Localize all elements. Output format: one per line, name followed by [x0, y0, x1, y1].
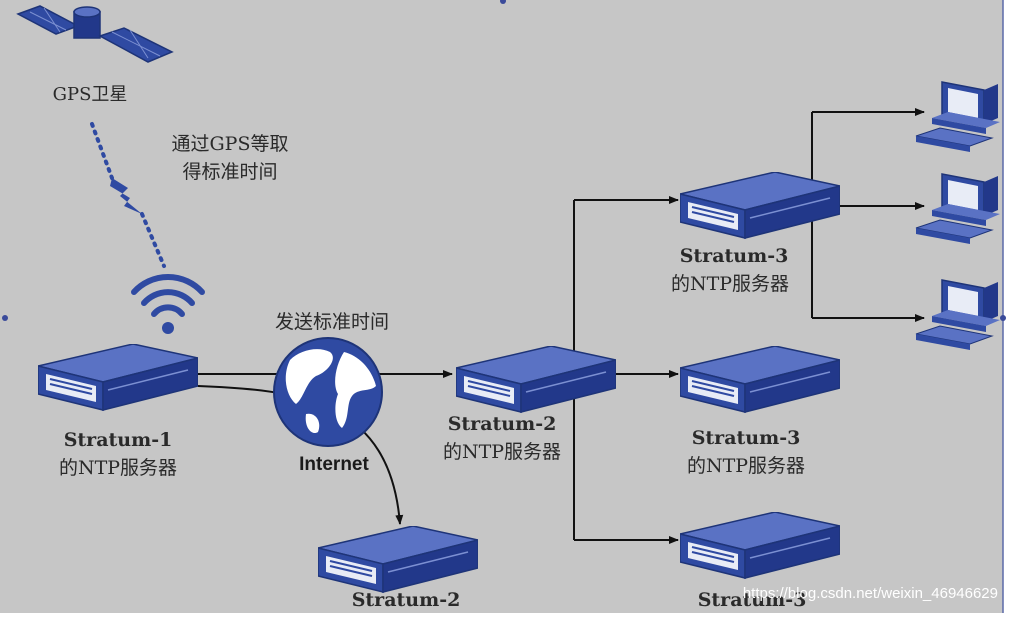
stratum1-label-line2: 的NTP服务器 — [59, 457, 177, 479]
gps-signal-path — [90, 122, 166, 268]
watermark-text: https://blog.csdn.net/weixin_46946629 — [743, 585, 998, 602]
gps-note-line1: 通过GPS等取 — [172, 133, 289, 155]
stratum3-top-label-line2: 的NTP服务器 — [671, 273, 789, 295]
stratum3-mid-label-line1: Stratum-3 — [692, 427, 801, 449]
stratum2-bottom-label-line1: Stratum-2 — [352, 589, 461, 611]
send-note: 发送标准时间 — [275, 311, 389, 333]
stratum3-bottom-label-line1: Stratum-3 — [698, 589, 807, 611]
gps-note-line2: 得标准时间 — [182, 161, 277, 183]
stratum3-top-label-line1: Stratum-3 — [680, 245, 789, 267]
stratum3-mid-label-line2: 的NTP服务器 — [687, 455, 805, 477]
gps-satellite-icon — [16, 5, 174, 63]
internet-label: Internet — [299, 454, 369, 475]
globe-icon — [273, 337, 383, 447]
wireless-signal-icon — [131, 273, 205, 334]
stratum2-mid-label-line2: 的NTP服务器 — [443, 441, 561, 463]
stratum2-mid-label-line1: Stratum-2 — [448, 413, 557, 435]
stratum1-label-line1: Stratum-1 — [64, 429, 173, 451]
satellite-label: GPS卫星 — [53, 84, 128, 105]
